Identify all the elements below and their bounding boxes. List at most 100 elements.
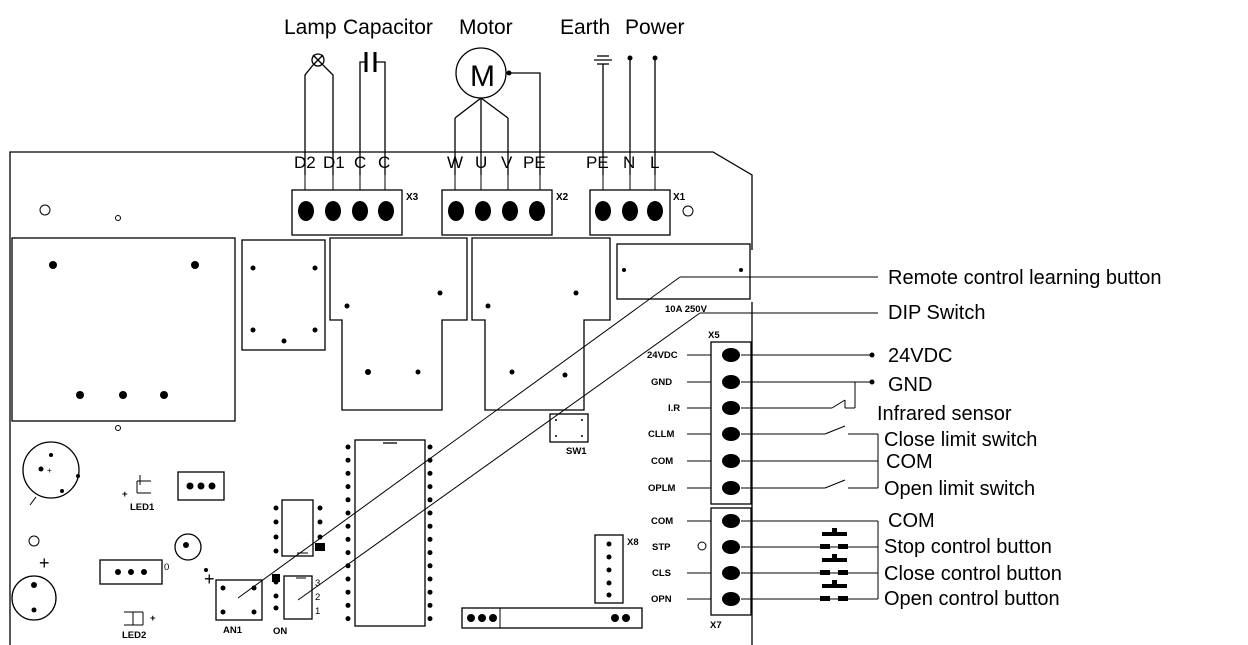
led2: + LED2 (122, 611, 156, 641)
dip-number: 1 (315, 606, 320, 617)
mcu-pin (427, 536, 433, 542)
x7-pin-label: STP (652, 542, 671, 553)
dip-switch: 3 2 1 ON (272, 574, 320, 637)
mcu-pin (427, 550, 433, 556)
x7-pin-label: COM (651, 516, 673, 527)
power-icon (627, 55, 658, 175)
dip-number: 2 (315, 592, 320, 603)
sw1: SW1 (549, 413, 589, 457)
led1: + LED1 (122, 475, 155, 513)
capacitor-medium: + (11, 553, 57, 621)
zero-mark: 0 (164, 562, 169, 573)
mcu-pin (427, 497, 433, 503)
mcu-pin (345, 563, 351, 569)
pcb-outline (9, 151, 753, 645)
x5-pin-label: CLLM (648, 429, 674, 440)
x2-pin-label: V (501, 153, 513, 172)
callout-ir: Infrared sensor (877, 403, 1012, 425)
mcu-pin (345, 589, 351, 595)
mcu-pin (427, 576, 433, 582)
capacitor-label: Capacitor (343, 16, 433, 39)
callout-stop: Stop control button (884, 536, 1052, 558)
mcu-pin (427, 470, 433, 476)
capacitor-icon (359, 52, 386, 175)
led1-label: LED1 (130, 502, 155, 513)
cap-plus-2: + (39, 553, 50, 573)
motor-symbol: M (470, 60, 495, 93)
callout-open-limit: Open limit switch (884, 478, 1035, 500)
callout-gnd: GND (888, 374, 932, 396)
dip-leader (297, 312, 701, 601)
x3-pin-label: D2 (294, 153, 316, 172)
relay-small (241, 239, 326, 351)
mcu-pin (427, 602, 433, 608)
mcu-pin (345, 444, 351, 450)
mcu-pin (345, 470, 351, 476)
mcu-pin (345, 523, 351, 529)
x5-pin-label: GND (651, 377, 672, 388)
callout-com-2: COM (888, 510, 935, 532)
mcu-pin (345, 576, 351, 582)
connector-3pin-bottom: 0 (99, 559, 169, 585)
x7-pins: COM STP CLS OPN (651, 514, 740, 606)
x3-pin-label: C (354, 153, 366, 172)
capacitor-large: + (22, 441, 80, 506)
mcu-pin (427, 563, 433, 569)
mcu-pin (427, 457, 433, 463)
remote-leader (237, 276, 681, 599)
x2-name: X2 (556, 192, 569, 203)
x3-name: X3 (406, 192, 419, 203)
pushbutton-icon (820, 580, 848, 601)
x5-pins: 24VDC GND I.R CLLM COM OPLM (647, 348, 740, 495)
x1-name: X1 (673, 192, 686, 203)
mcu-pin (345, 484, 351, 490)
x8-label: X8 (627, 537, 639, 548)
relay-1 (329, 237, 468, 411)
x5-pin-label: 24VDC (647, 350, 678, 361)
mcu-pin (427, 444, 433, 450)
mount-hole (39, 204, 51, 216)
x5-pin-label: I.R (668, 403, 680, 414)
mcu-pin (345, 536, 351, 542)
pushbutton-icon (820, 528, 848, 549)
callout-remote: Remote control learning button (888, 267, 1162, 289)
mcu-pin (427, 484, 433, 490)
bottom-connector (461, 607, 643, 629)
microcontroller (354, 439, 426, 627)
relay-2 (471, 237, 611, 411)
dip-number: 3 (315, 578, 320, 589)
motor-icon: M (454, 47, 541, 175)
pushbutton-icon (820, 554, 848, 575)
relay-rating: 10A 250V (665, 304, 708, 315)
mcu-pin (427, 523, 433, 529)
on-label: ON (273, 626, 287, 637)
terminal-x1: PE N L X1 (586, 153, 694, 236)
earth-icon (594, 55, 612, 175)
led1-plus: + (122, 489, 128, 500)
x7-pin-label: CLS (652, 568, 671, 579)
x7-wiring (741, 520, 879, 601)
mcu-pin (345, 616, 351, 622)
x1-pin-label: PE (586, 153, 609, 172)
callout-open: Open control button (884, 588, 1060, 610)
mcu-pin (345, 510, 351, 516)
x1-pin-label: L (650, 153, 659, 172)
lamp-icon (304, 53, 334, 175)
motor-label: Motor (459, 16, 513, 39)
x1-pin-label: N (623, 153, 635, 172)
an1-label: AN1 (223, 625, 243, 636)
led2-plus: + (150, 613, 156, 624)
callout-24vdc: 24VDC (888, 345, 952, 367)
mcu-pin (427, 510, 433, 516)
callout-dip: DIP Switch (888, 302, 985, 324)
mcu-pin (345, 497, 351, 503)
power-label: Power (625, 16, 685, 39)
x5-label: X5 (708, 330, 720, 341)
x2-pin-label: U (475, 153, 487, 172)
led2-label: LED2 (122, 630, 146, 641)
mcu-pin (427, 616, 433, 622)
mcu-pins (345, 444, 433, 622)
x5-wiring (741, 352, 879, 489)
callout-close: Close control button (884, 563, 1062, 585)
